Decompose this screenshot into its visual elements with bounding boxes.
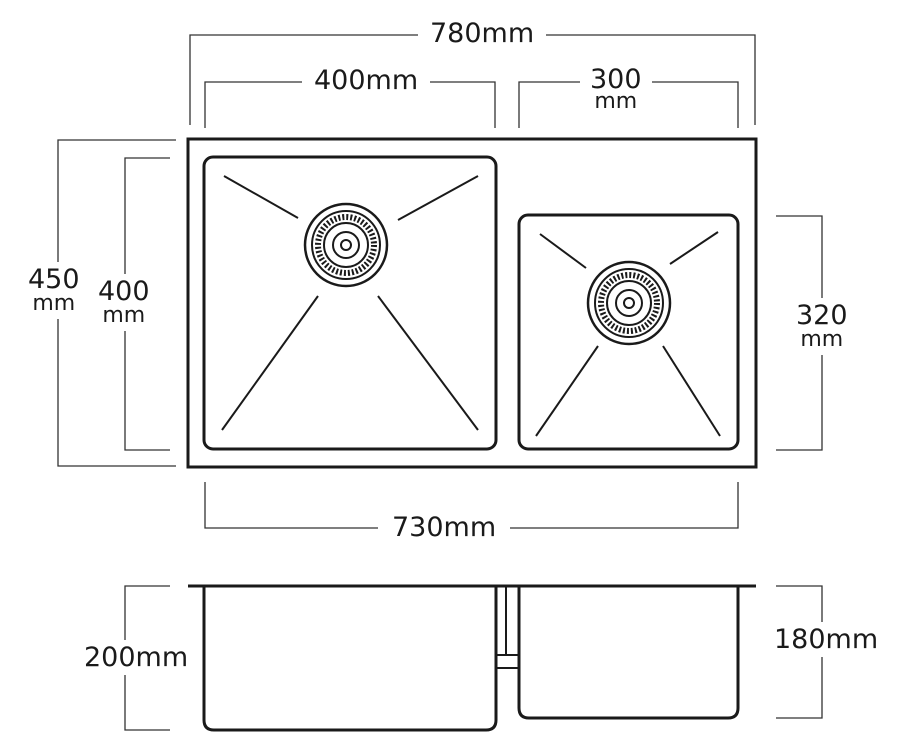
label-overall-depth-value: 450 bbox=[28, 264, 80, 295]
label-cutout-width: 730mm bbox=[378, 514, 511, 541]
large-bowl-groove-tl bbox=[223, 175, 299, 219]
large-bowl-groove-bl bbox=[221, 295, 319, 431]
label-overall-depth: 450 mm bbox=[24, 262, 84, 319]
label-small-bowl-width-value: 300 bbox=[590, 64, 642, 95]
small-bowl-groove-bl bbox=[535, 345, 599, 437]
large-bowl-drain-icon bbox=[303, 202, 389, 288]
small-bowl-groove-tl bbox=[539, 233, 587, 269]
small-bowl bbox=[517, 213, 740, 451]
label-large-bowl-depth: 400 mm bbox=[94, 274, 154, 331]
small-bowl-outline bbox=[517, 213, 740, 451]
label-small-bowl-height: 180mm bbox=[772, 622, 881, 657]
large-bowl-groove-tr bbox=[397, 175, 479, 221]
label-small-bowl-width-unit: mm bbox=[594, 89, 638, 114]
label-small-bowl-depth: 320 mm bbox=[792, 298, 852, 355]
sink-top-outline bbox=[186, 137, 758, 469]
label-large-bowl-depth-unit: mm bbox=[102, 303, 146, 328]
label-small-bowl-depth-value: 320 bbox=[796, 300, 848, 331]
label-small-bowl-depth-unit: mm bbox=[800, 327, 844, 352]
label-large-bowl-height: 200mm bbox=[82, 640, 191, 675]
sink-side-view bbox=[188, 584, 756, 732]
side-view-large-bowl bbox=[202, 586, 498, 732]
small-bowl-groove-br bbox=[662, 345, 721, 437]
small-bowl-drain-icon bbox=[586, 260, 672, 346]
small-bowl-groove-tr bbox=[669, 231, 719, 265]
large-bowl-groove-br bbox=[377, 295, 479, 431]
large-bowl-outline bbox=[202, 155, 498, 451]
label-large-bowl-width: 400mm bbox=[302, 67, 431, 94]
label-small-bowl-width: 300 mm bbox=[580, 66, 652, 113]
side-view-small-bowl bbox=[517, 586, 740, 720]
large-bowl bbox=[202, 155, 498, 451]
label-overall-width: 780mm bbox=[418, 20, 547, 47]
label-overall-depth-unit: mm bbox=[32, 291, 76, 316]
label-large-bowl-depth-value: 400 bbox=[98, 276, 150, 307]
